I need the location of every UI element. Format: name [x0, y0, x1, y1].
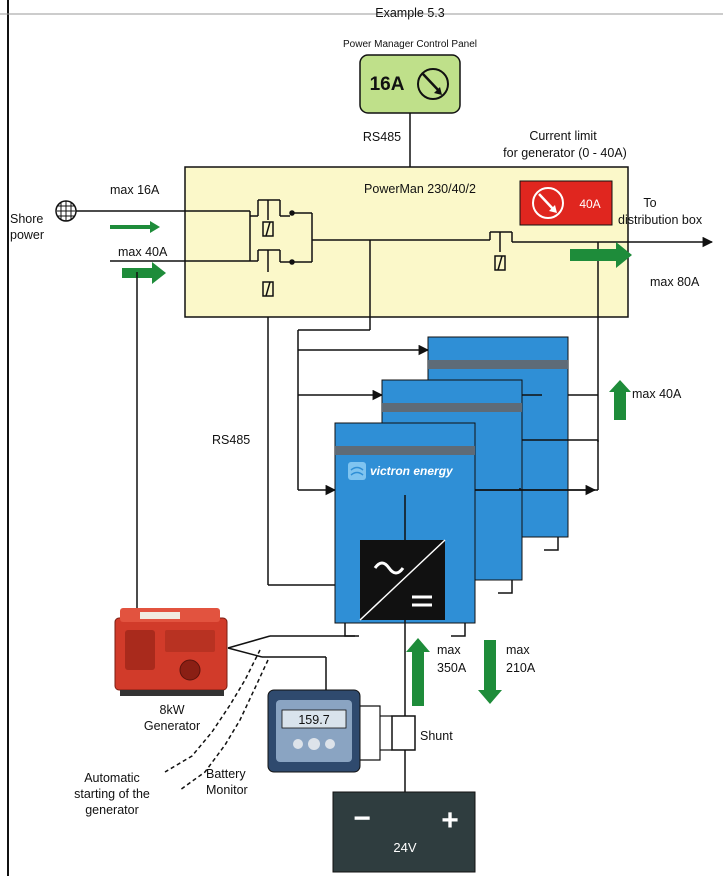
charge-limit-label-2: 350A [437, 661, 467, 675]
battery-monitor-label-1: Battery [206, 767, 246, 781]
generator-input-limit-label: max 40A [118, 245, 168, 259]
battery-monitor-display: 159.7 [298, 713, 329, 727]
current-limit-label-2: for generator (0 - 40A) [503, 146, 627, 160]
generator-flow-arrow-icon [122, 262, 166, 284]
current-limit-value: 40A [579, 197, 600, 211]
distribution-label-2: distribution box [618, 213, 703, 227]
diagram-title: Example 5.3 [375, 6, 445, 20]
monitor-button-right-icon[interactable] [325, 739, 335, 749]
victron-logo-icon [348, 462, 366, 480]
auto-start-label-2: starting of the [74, 787, 150, 801]
generator-icon [114, 608, 228, 696]
shore-relay-icon [249, 199, 295, 261]
battery-plus-icon: + [441, 804, 459, 837]
rs485-left-label: RS485 [212, 433, 250, 447]
control-panel-title: Power Manager Control Panel [343, 39, 477, 50]
shore-power-label-1: Shore [10, 212, 43, 226]
rs485-top-label: RS485 [363, 130, 401, 144]
shunt-label: Shunt [420, 729, 453, 743]
auto-start-label-3: generator [85, 803, 139, 817]
shore-limit-label: max 16A [110, 183, 160, 197]
current-limit-knob[interactable]: 40A [519, 180, 613, 226]
charge-arrow-icon [406, 638, 430, 706]
battery-monitor[interactable]: 159.7 [267, 689, 361, 773]
current-limit-label-1: Current limit [529, 129, 597, 143]
charge-limit-label-1: max [437, 643, 461, 657]
output-relay-icon [489, 231, 520, 271]
generator-label-1: 8kW [160, 703, 185, 717]
powerman-name: PowerMan 230/40/2 [364, 182, 476, 196]
auto-start-label-1: Automatic [84, 771, 140, 785]
shunt [391, 715, 416, 751]
discharge-limit-label-2: 210A [506, 661, 536, 675]
control-panel-value: 16A [370, 74, 405, 95]
inverter-flow-arrow-icon [609, 380, 631, 420]
inverter-symbol-icon [359, 539, 446, 621]
brand-label: victron energy [370, 464, 454, 478]
discharge-arrow-icon [478, 640, 502, 704]
monitor-button-left-icon[interactable] [293, 739, 303, 749]
distribution-limit-label: max 80A [650, 275, 700, 289]
battery-voltage: 24V [393, 840, 416, 855]
battery-24v: − + 24V [332, 791, 476, 873]
battery-monitor-label-2: Monitor [206, 783, 248, 797]
output-flow-arrow-icon [570, 242, 632, 268]
distribution-label-1: To [643, 196, 656, 210]
monitor-button-center-icon[interactable] [308, 738, 320, 750]
shore-power-label-2: power [10, 228, 44, 242]
battery-minus-icon: − [353, 802, 371, 835]
shore-power-socket-icon [55, 200, 77, 222]
generator-label-2: Generator [144, 719, 200, 733]
inverter-limit-label: max 40A [632, 387, 682, 401]
shore-flow-arrow-icon [110, 221, 160, 233]
generator-relay-icon [250, 249, 295, 297]
discharge-limit-label-1: max [506, 643, 530, 657]
dial-icon [417, 68, 449, 100]
